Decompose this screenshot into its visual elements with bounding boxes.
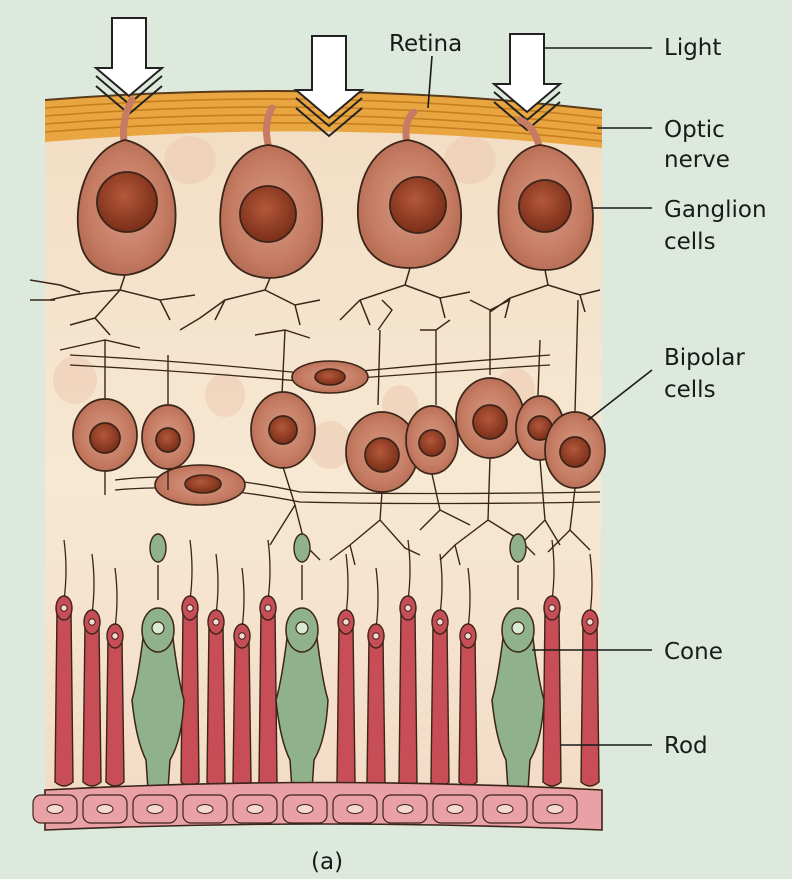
- pigment-epithelium: [33, 783, 602, 831]
- pigment-nucleus: [297, 805, 313, 814]
- pigment-nucleus: [547, 805, 563, 814]
- optic-nerve-label-line1: Optic: [664, 116, 725, 145]
- pigment-nucleus: [247, 805, 263, 814]
- pigment-nucleus: [197, 805, 213, 814]
- cone-label: Cone: [664, 638, 723, 667]
- bipolar-label-line2: cells: [664, 376, 716, 405]
- pigment-nucleus: [147, 805, 163, 814]
- pigment-nucleus: [97, 805, 113, 814]
- pigment-nucleus: [497, 805, 513, 814]
- light-label: Light: [664, 34, 721, 63]
- pigment-nucleus: [447, 805, 463, 814]
- pigment-nucleus: [47, 805, 63, 814]
- ganglion-label-line2: cells: [664, 228, 716, 257]
- ganglion-label-line1: Ganglion: [664, 196, 767, 225]
- pigment-nucleus: [397, 805, 413, 814]
- optic-nerve-label-line2: nerve: [664, 146, 730, 175]
- pigment-nucleus: [347, 805, 363, 814]
- figure-caption: (a): [311, 848, 343, 877]
- rod-label: Rod: [664, 732, 708, 761]
- bipolar-label-line1: Bipolar: [664, 344, 745, 373]
- retina-label: Retina: [389, 30, 462, 59]
